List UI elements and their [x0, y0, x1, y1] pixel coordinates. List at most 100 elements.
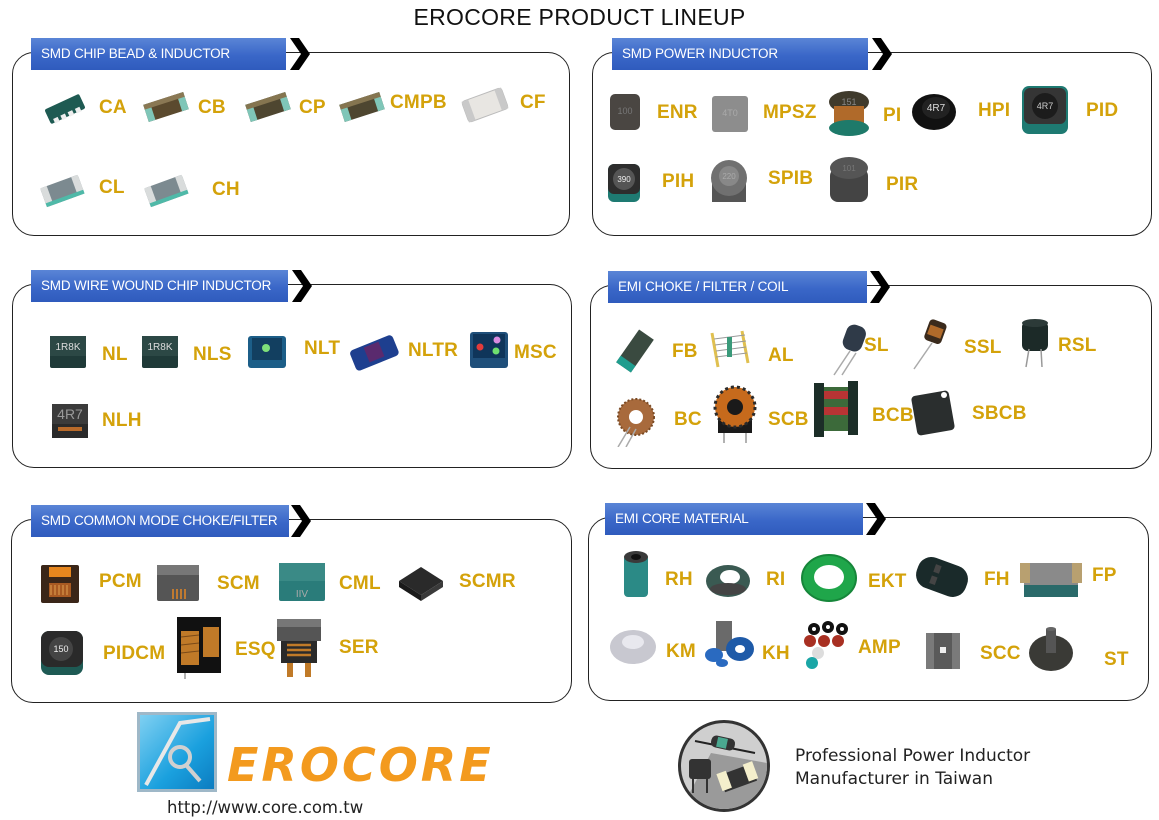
smd-bobbin-choke-icon	[911, 390, 955, 436]
product-label: NLH	[102, 410, 142, 431]
product-label: SBCB	[972, 403, 1027, 424]
multilayer-chip-icon	[40, 174, 85, 208]
chip-bead-icon	[339, 91, 385, 123]
logo-swoosh-icon	[144, 717, 211, 786]
svg-text:4R7: 4R7	[1037, 101, 1054, 111]
product-label: PIR	[886, 174, 919, 195]
multilayer-chip-icon	[144, 174, 189, 208]
panel-smd-power-inductor: SMD POWER INDUCTOR 100 ENR 4T0 MPSZ 151 …	[592, 38, 1152, 236]
wire-wound-chip-icon: 1R8K	[50, 336, 86, 368]
toroid-core-icon	[801, 554, 857, 602]
product-label: CH	[212, 179, 240, 200]
svg-text:101: 101	[842, 164, 856, 173]
product-label: CB	[198, 97, 226, 118]
product-label: SCB	[768, 409, 809, 430]
line-filter-choke-icon	[277, 619, 321, 677]
panel-tab-title[interactable]: SMD WIRE WOUND CHIP INDUCTOR	[31, 270, 288, 302]
product-label: NLT	[304, 338, 341, 359]
product-label: PIH	[662, 171, 695, 192]
ferrite-cores-icon	[705, 621, 754, 667]
product-label: BC	[674, 409, 702, 430]
product-label: BCB	[872, 405, 914, 426]
tagline-line-1: Professional Power Inductor	[795, 746, 1031, 766]
product-label: AL	[768, 345, 794, 366]
panel-frame	[590, 285, 1152, 469]
ferrite-ring-icon	[706, 565, 750, 597]
product-label: ST	[1104, 649, 1129, 670]
page-title: EROCORE PRODUCT LINEUP	[413, 4, 746, 30]
shielded-power-inductor-icon: 4R7	[1022, 86, 1068, 134]
product-label: ESQ	[235, 639, 276, 660]
product-label: FB	[672, 341, 698, 362]
panel-tab-title[interactable]: EMI CHOKE / FILTER / COIL	[608, 271, 867, 303]
tagline: Professional Power Inductor Manufacturer…	[795, 745, 1030, 791]
product-label: SCM	[217, 573, 260, 594]
chevron-right-icon	[291, 505, 311, 537]
product-label: CF	[520, 92, 546, 113]
wire-wound-chip-icon	[248, 336, 286, 368]
product-label: CML	[339, 573, 381, 594]
panel-frame	[12, 52, 570, 236]
chevron-right-icon	[872, 38, 892, 70]
svg-text:4R7: 4R7	[927, 103, 946, 114]
radial-inductor-icon	[833, 324, 866, 376]
common-mode-choke-icon	[41, 565, 79, 603]
svg-text:1R8K: 1R8K	[55, 342, 80, 353]
ferrite-rod-icon	[624, 551, 648, 597]
shielded-inductor-icon: 4R7	[912, 94, 956, 130]
product-label: RI	[766, 569, 786, 590]
chevron-right-icon	[292, 270, 312, 302]
product-label: SCC	[980, 643, 1021, 664]
product-label: AMP	[858, 637, 901, 658]
bobbin-choke-icon	[814, 381, 858, 437]
shielded-power-inductor-icon: 150	[41, 631, 83, 675]
product-label: NL	[102, 344, 128, 365]
product-label: ENR	[657, 102, 698, 123]
panel-tab-title[interactable]: EMI CORE MATERIAL	[605, 503, 863, 535]
product-label: CMPB	[390, 92, 447, 113]
product-label: EKT	[868, 571, 907, 592]
ferrite-core-icon	[926, 633, 960, 669]
product-label: FP	[1092, 565, 1117, 586]
shielded-power-inductor-icon: 390	[608, 164, 640, 202]
ferrite-core-icon	[916, 557, 968, 597]
svg-text:150: 150	[53, 644, 68, 654]
product-label: PI	[883, 105, 902, 126]
product-label: RSL	[1058, 335, 1097, 356]
wire-wound-chip-icon: 4R7	[52, 404, 88, 438]
ferrite-plate-icon	[1020, 563, 1082, 597]
molded-inductor-icon: 4T0	[712, 96, 748, 132]
product-label: SSL	[964, 337, 1002, 358]
panel-tab-title[interactable]: SMD POWER INDUCTOR	[612, 38, 868, 70]
product-label: CA	[99, 97, 127, 118]
product-label: PCM	[99, 571, 142, 592]
product-label: NLTR	[408, 340, 459, 361]
product-label: MPSZ	[763, 102, 817, 123]
panel-smd-wire-wound-chip-inductor: SMD WIRE WOUND CHIP INDUCTOR 1R8K NL 1R8…	[12, 270, 572, 468]
product-label: CL	[99, 177, 125, 198]
website-link[interactable]: http://www.core.com.tw	[167, 798, 364, 817]
svg-text:151: 151	[841, 97, 856, 107]
erocore-logo[interactable]: EROCORE	[137, 712, 491, 792]
drum-core-inductor-icon: 151	[829, 91, 869, 136]
panel-smd-common-mode-choke-filter: SMD COMMON MODE CHOKE/FILTER PCM SCM IIV…	[11, 505, 572, 703]
panel-tab-title[interactable]: SMD COMMON MODE CHOKE/FILTER	[31, 505, 289, 537]
semi-shielded-inductor-icon: 220	[711, 160, 747, 202]
svg-text:4R7: 4R7	[57, 406, 83, 422]
tagline-line-2: Manufacturer in Taiwan	[795, 769, 993, 789]
chevron-right-icon	[290, 38, 310, 70]
wire-wound-chip-icon	[350, 335, 399, 371]
svg-text:390: 390	[617, 175, 631, 184]
common-mode-choke-icon	[399, 567, 443, 601]
product-label: SL	[864, 335, 889, 356]
svg-text:1R8K: 1R8K	[147, 342, 172, 353]
svg-text:4T0: 4T0	[722, 108, 738, 118]
svg-text:IIV: IIV	[296, 589, 309, 600]
ferrite-core-icon	[1029, 627, 1073, 671]
svg-text:220: 220	[722, 172, 736, 181]
panel-tab-title[interactable]: SMD CHIP BEAD & INDUCTOR	[31, 38, 286, 70]
product-label: SCMR	[459, 571, 516, 592]
product-label: HPI	[978, 100, 1011, 121]
ceramic-chip-icon	[461, 87, 509, 123]
product-label: PID	[1086, 100, 1119, 121]
